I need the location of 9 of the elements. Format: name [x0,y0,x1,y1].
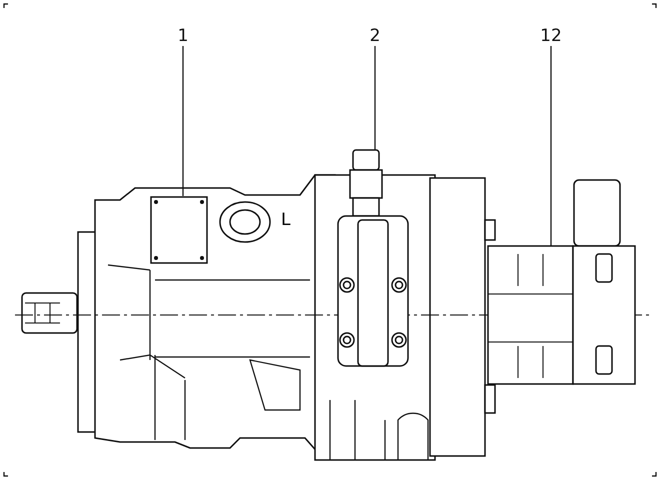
callout-number: 1 [178,26,188,46]
gear-pump-drawing [488,246,638,386]
nameplate [150,196,208,264]
leader-line [182,46,184,196]
callout-number: 2 [370,26,380,46]
leader-line [374,46,376,150]
port-label: L [281,210,290,230]
leader-line [550,46,552,246]
callout-number: 12 [540,26,562,46]
